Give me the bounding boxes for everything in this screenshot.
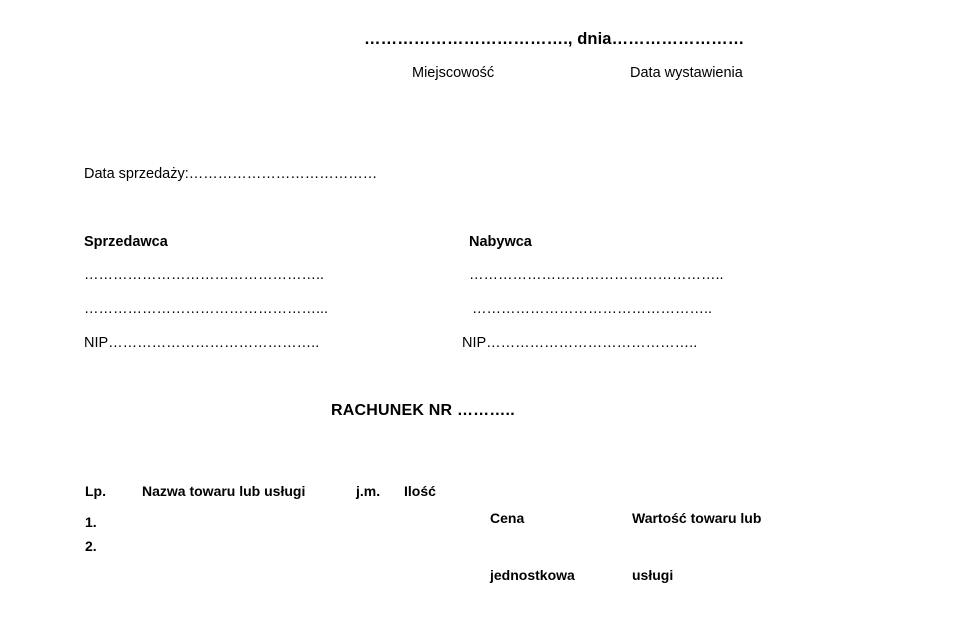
table-header-nazwa: Nazwa towaru lub usługi bbox=[142, 483, 306, 499]
seller-address-line-1[interactable]: ………………………………………….. bbox=[84, 267, 325, 283]
header-date-fill-line[interactable]: ………………………………., dnia…………………… bbox=[364, 30, 745, 48]
buyer-address-line-1[interactable]: …………………………………………….. bbox=[469, 267, 724, 283]
table-header-lp: Lp. bbox=[85, 483, 106, 499]
table-header-wartosc-line-1: Wartość towaru lub bbox=[632, 510, 762, 526]
label-miejscowosc: Miejscowość bbox=[412, 65, 495, 81]
seller-heading: Sprzedawca bbox=[84, 234, 168, 250]
document-page: ………………………………., dnia…………………… Miejscowość … bbox=[84, 30, 762, 583]
table-header-cena-jednostkowa: Cena jednostkowa bbox=[490, 471, 575, 623]
table-header-ilosc: Ilość bbox=[404, 483, 436, 499]
buyer-nip-field[interactable]: NIP…………………………………….. bbox=[462, 335, 698, 351]
document-title[interactable]: RACHUNEK NR ……….. bbox=[331, 402, 515, 419]
buyer-address-line-2[interactable]: ………………………………………….. bbox=[472, 301, 713, 317]
table-row[interactable]: 2. bbox=[85, 538, 97, 554]
sale-date-field[interactable]: Data sprzedaży:………………………………… bbox=[84, 166, 378, 182]
table-row[interactable]: 1. bbox=[85, 514, 97, 530]
seller-address-line-2[interactable]: …………………………………………... bbox=[84, 301, 329, 317]
table-header-cena-line-1: Cena bbox=[490, 510, 525, 526]
table-header-cena-line-2: jednostkowa bbox=[490, 567, 575, 583]
seller-nip-field[interactable]: NIP…………………………………….. bbox=[84, 335, 320, 351]
table-header-wartosc-line-2: usługi bbox=[632, 567, 674, 583]
table-header-wartosc: Wartość towaru lub usługi bbox=[632, 471, 761, 623]
label-data-wystawienia: Data wystawienia bbox=[630, 65, 743, 81]
table-header-jm: j.m. bbox=[356, 483, 381, 499]
buyer-heading: Nabywca bbox=[469, 234, 532, 250]
